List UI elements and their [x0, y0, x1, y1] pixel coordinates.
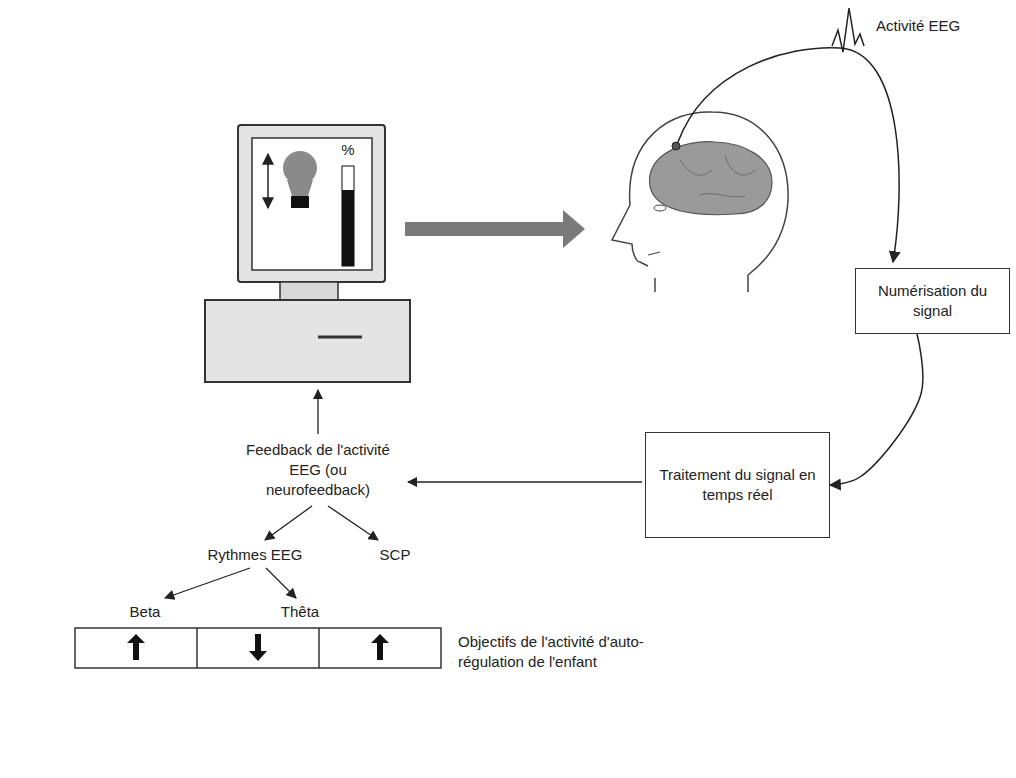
screen-icons — [268, 151, 354, 266]
rhythm-label: Thêta — [255, 602, 345, 622]
head — [612, 112, 788, 292]
objectives-table — [75, 628, 441, 668]
box-text: Numérisation du signal — [866, 281, 999, 321]
signal-label: Activité EEG — [876, 16, 1006, 36]
feedback-label: Feedback de l'activité EEG (ou neurofeed… — [243, 440, 393, 500]
eeg-signal-line — [678, 8, 899, 262]
category-label: Rythmes EEG — [190, 545, 320, 565]
block-arrow — [405, 210, 585, 248]
box-text: Traitement du signal en temps réel — [656, 465, 819, 505]
rhythm-label: Beta — [100, 602, 190, 622]
computer-monitor — [205, 125, 410, 382]
category-label: SCP — [355, 545, 435, 565]
flow-connector — [830, 334, 923, 485]
process-box: Traitement du signal en temps réel — [645, 432, 830, 538]
unit-label: % — [336, 140, 360, 160]
flow-arrows — [165, 390, 642, 598]
note-label: Objectifs de l'activité d'auto-régulatio… — [458, 632, 708, 672]
process-box: Numérisation du signal — [855, 268, 1010, 334]
